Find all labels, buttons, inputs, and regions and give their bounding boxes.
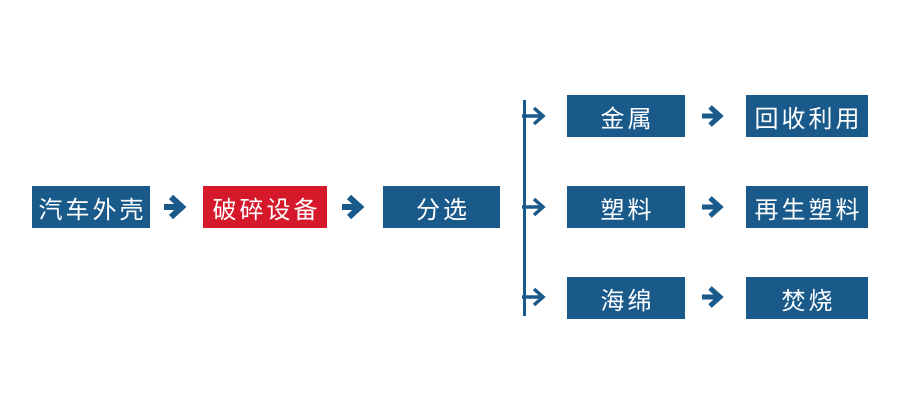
arrow-right-icon (522, 197, 546, 217)
node-sponge: 海绵 (567, 277, 685, 319)
arrow-right-icon (702, 286, 724, 308)
node-recycled-plastic: 再生塑料 (746, 186, 868, 228)
node-plastic: 塑料 (567, 186, 685, 228)
arrow-right-icon (702, 196, 724, 218)
arrow-right-icon (522, 287, 546, 307)
arrow-right-icon (342, 194, 365, 220)
arrow-right-icon (702, 105, 724, 127)
node-car-shell: 汽车外壳 (32, 186, 150, 228)
node-crushing-equipment: 破碎设备 (203, 186, 327, 228)
arrow-right-icon (522, 106, 546, 126)
arrow-right-icon (164, 194, 187, 220)
node-recycling: 回收利用 (746, 95, 868, 137)
node-metal: 金属 (567, 95, 685, 137)
node-incineration: 焚烧 (746, 277, 868, 319)
node-sorting: 分选 (383, 186, 500, 228)
